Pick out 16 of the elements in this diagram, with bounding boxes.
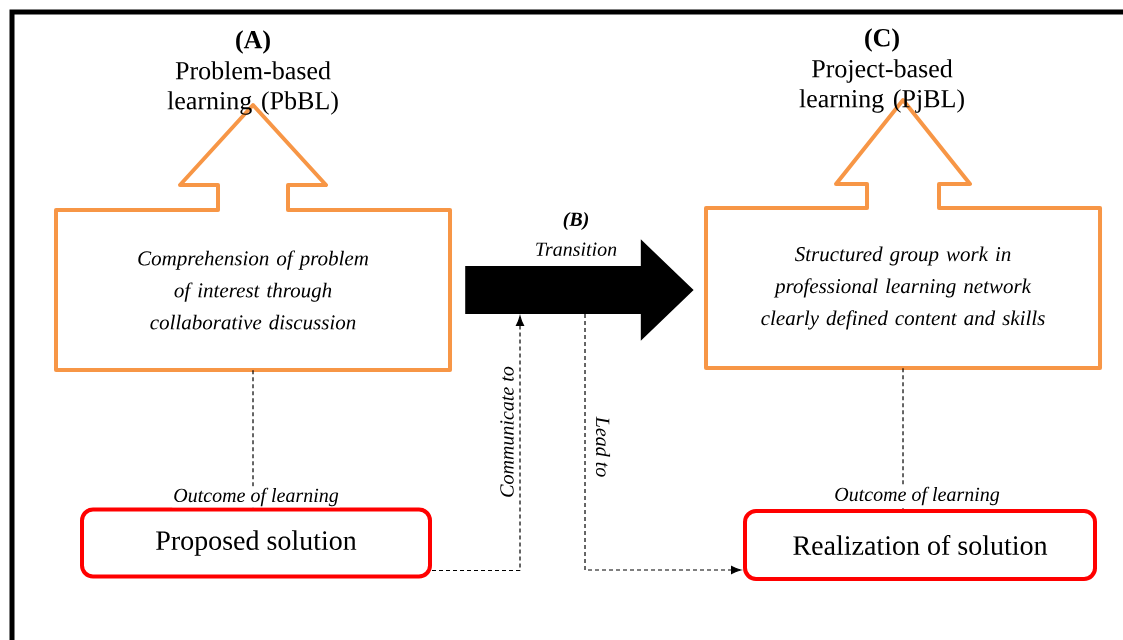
edge-label: Outcome of learning [172, 486, 340, 508]
connector [431, 315, 525, 572]
connector [902, 367, 904, 510]
connector [584, 313, 742, 575]
edge-label: Outcome of learning [833, 485, 1001, 507]
node-label: (C) [865, 28, 899, 52]
node-label: (A) [236, 30, 270, 54]
arrow-box: (A) Problem-based learning (PbBL) Comprehension of problem of interest through collaborative discussion [54, 30, 452, 372]
edge-label: Lead to [594, 415, 612, 479]
outcome-box: Proposed solution [80, 507, 432, 579]
node-label: Problem-based [175, 61, 331, 80]
outcome-box: Realization of solution [743, 509, 1097, 581]
arrow-box: (C) Project-based learning (PjBL) Structured group work in professional learning network clearly defined content and skills [704, 28, 1102, 370]
edge-label: (B) Transition [525, 210, 627, 258]
edge-label: Communicate to [499, 365, 515, 499]
node-label: Project-based [812, 59, 953, 83]
